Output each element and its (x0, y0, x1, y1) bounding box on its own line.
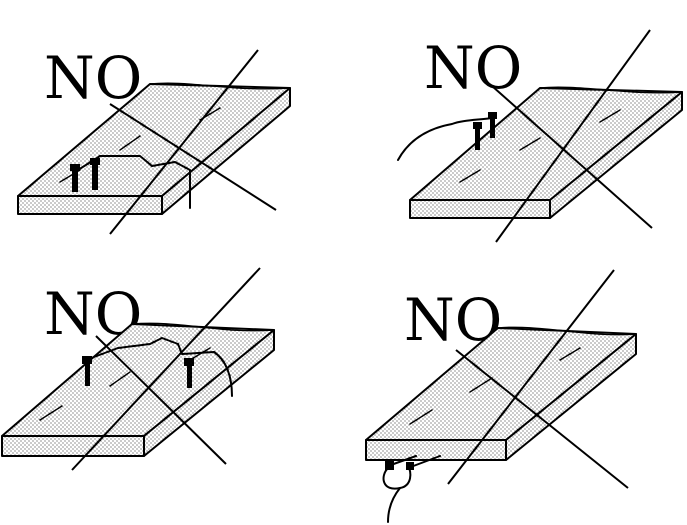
pin-2 (490, 116, 495, 138)
panel-top-right: NO (397, 29, 683, 243)
board (365, 326, 637, 461)
cross-mark (447, 269, 629, 489)
pin-1-head (82, 356, 92, 364)
pin-2 (187, 364, 192, 388)
pin-1 (385, 461, 394, 470)
pin-1-head (70, 164, 80, 171)
pins (473, 112, 497, 150)
pin-2-head (488, 112, 497, 119)
pin-2 (92, 162, 98, 190)
pins (385, 461, 414, 470)
board (1, 322, 275, 457)
board (409, 86, 683, 219)
wire (85, 337, 233, 397)
panel-bottom-right: NO (365, 269, 637, 523)
board (17, 82, 291, 215)
cross-mark (109, 49, 277, 235)
cross-mark (71, 267, 261, 471)
no-label: NO (424, 34, 522, 102)
pin-2-head (90, 158, 100, 165)
panel-bottom-left: NO (1, 267, 275, 471)
pin-1 (85, 362, 90, 386)
panel-top-left: NO (17, 44, 291, 235)
pin-1 (475, 126, 480, 150)
no-label: NO (44, 44, 142, 112)
pin-2-head (184, 358, 194, 366)
wire (77, 155, 191, 209)
pins (82, 356, 194, 388)
cross-mark (491, 29, 653, 243)
pin-2 (406, 462, 414, 470)
pin-1 (72, 168, 78, 192)
wire (397, 117, 493, 161)
pin-1-head (473, 122, 482, 129)
pins (70, 158, 100, 192)
